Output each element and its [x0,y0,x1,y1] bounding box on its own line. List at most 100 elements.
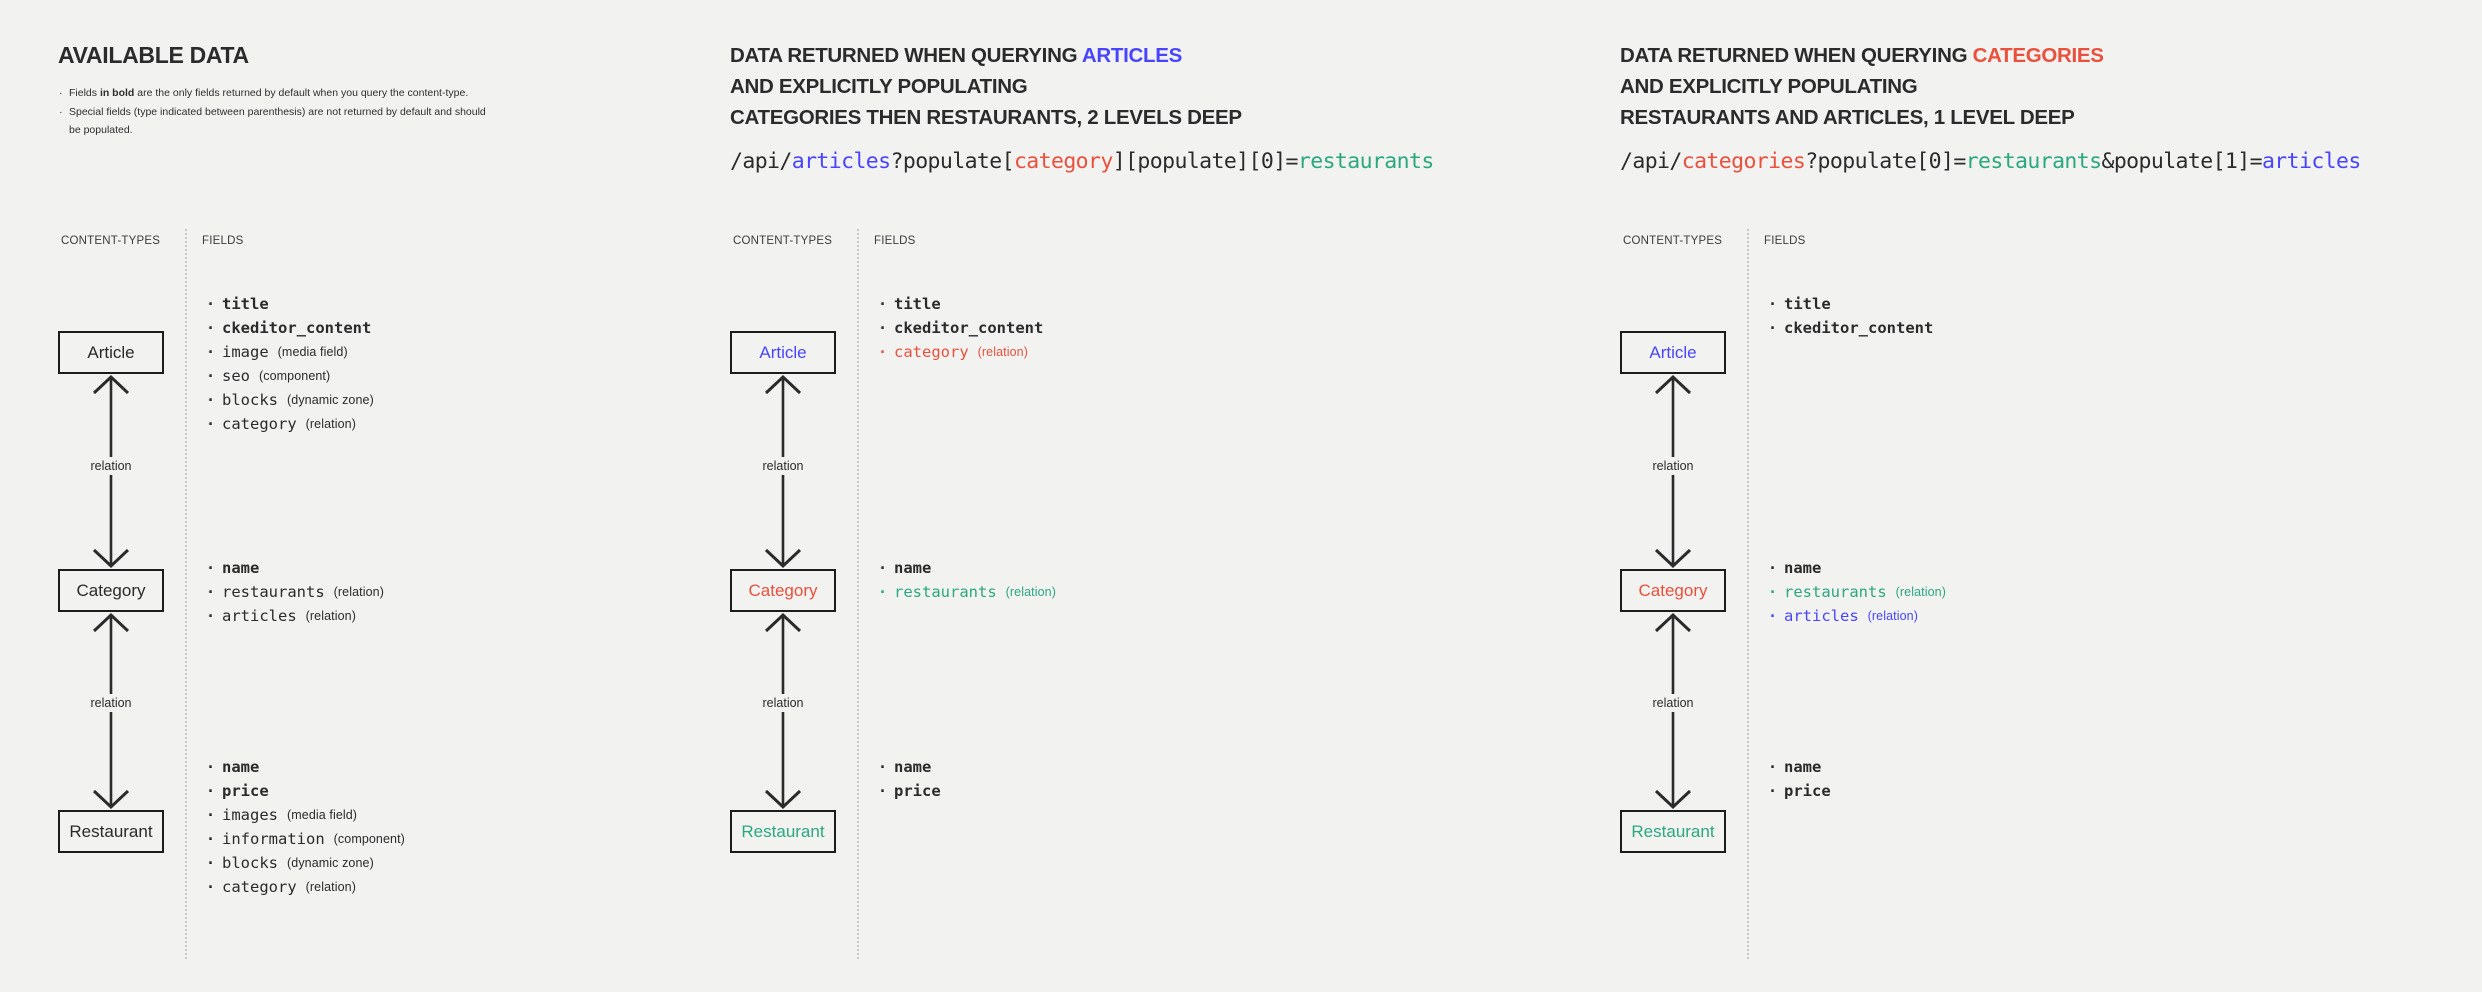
field-type-annotation: (relation) [1005,585,1056,599]
note-item: Special fields (type indicated between p… [58,103,494,140]
content-type-box-article: Article [730,331,836,374]
content-type-box-article: Article [58,331,164,374]
content-type-label: Category [1638,580,1708,600]
field-name: category [222,415,297,433]
field-type-annotation: (dynamic zone) [287,856,374,870]
field-name: name [222,758,260,776]
note-bold-text: in bold [99,87,135,99]
field-row: ckeditor_content [877,316,1043,340]
column-title-line: DATA RETURNED WHEN QUERYING ARTICLES [730,40,1242,71]
note-text: Fields [69,87,100,99]
field-row: restaurants(relation) [877,580,1056,604]
title-text: RESTAURANTS AND ARTICLES, 1 LEVEL DEEP [1620,106,2075,129]
fields-list-restaurant: nameprice [877,755,941,803]
field-row: name [205,755,405,779]
field-row: price [877,779,941,803]
api-path-segment: ][populate][0]= [1112,149,1299,174]
field-name: price [894,782,941,800]
note-text: are the only fields returned by default … [134,87,469,99]
field-name: title [222,295,269,313]
title-text: AND EXPLICITLY POPULATING [1620,75,1918,98]
title-text: DATA RETURNED WHEN QUERYING [730,44,1082,67]
field-row: ckeditor_content [1767,316,1933,340]
api-path-segment: articles [2261,149,2361,174]
column-notes: Fields in bold are the only fields retur… [58,84,494,140]
field-row: name [1767,556,1946,580]
api-path-segment: ?populate[0]= [1805,149,1966,174]
content-type-box-category: Category [1620,569,1726,612]
field-name: blocks [222,391,278,409]
title-highlight: ARTICLES [1081,44,1182,67]
fields-divider [1747,229,1749,959]
fields-header: FIELDS [874,235,916,247]
field-row: name [1767,755,1831,779]
content-type-box-category: Category [58,569,164,612]
fields-header: FIELDS [1764,235,1806,247]
relation-label: relation [1650,694,1696,712]
field-type-annotation: (relation) [977,345,1028,359]
field-name: name [894,559,932,577]
column-title-line: AND EXPLICITLY POPULATING [1620,71,2104,102]
field-row: images(media field) [205,803,405,827]
field-type-annotation: (media field) [287,808,358,822]
field-name: ckeditor_content [894,319,1044,337]
content-type-box-article: Article [1620,331,1726,374]
relation-label: relation [760,457,806,475]
relation-label: relation [760,694,806,712]
fields-header: FIELDS [202,235,244,247]
fields-divider [857,229,859,959]
relation-label: relation [1650,457,1696,475]
fields-list-article: titleckeditor_contentcategory(relation) [877,292,1043,364]
field-name: price [222,782,269,800]
field-row: category(relation) [205,412,374,436]
content-types-header: CONTENT-TYPES [61,235,161,247]
fields-list-article: titleckeditor_content [1767,292,1933,340]
field-name: ckeditor_content [222,319,372,337]
field-row: blocks(dynamic zone) [205,851,405,875]
content-type-label: Restaurant [741,821,825,841]
diagram-column-querying-categories: DATA RETURNED WHEN QUERYING CATEGORIES AN… [1620,0,2472,992]
field-name: seo [222,367,250,385]
note-item: Fields in bold are the only fields retur… [58,84,494,103]
fields-list-restaurant: name price images(media field)information(… [205,755,405,899]
diagram-column-available-data: AVAILABLE DATA Fields in bold are the onl… [58,0,910,992]
field-name: name [222,559,260,577]
field-name: restaurants [1784,583,1887,601]
fields-divider [185,229,187,959]
api-path: /api/categories?populate[0]=restaurants&… [1620,149,2361,174]
content-type-box-restaurant: Restaurant [730,810,836,853]
field-row: category(relation) [877,340,1043,364]
column-title: DATA RETURNED WHEN QUERYING CATEGORIES AN… [1620,40,2104,133]
api-path-segment: categories [1681,149,1806,174]
field-name: name [1784,758,1822,776]
content-type-label: Category [748,580,818,600]
fields-list-category: name restaurants(relation) [877,556,1056,604]
content-type-label: Article [759,342,807,362]
api-path-segment: articles [791,149,891,174]
column-title-line: CATEGORIES THEN RESTAURANTS, 2 LEVELS DE… [730,102,1242,133]
field-row: image(media field) [205,340,374,364]
note-text: Special fields (type indicated between p… [69,105,486,137]
column-title-line: DATA RETURNED WHEN QUERYING CATEGORIES [1620,40,2104,71]
field-row: price [205,779,405,803]
field-name: articles [1784,607,1859,625]
api-path-segment: restaurants [1965,149,2102,174]
api-path: /api/articles?populate[category][populat… [730,149,1434,174]
content-types-header: CONTENT-TYPES [733,235,833,247]
field-name: name [1784,559,1822,577]
column-title-line: AND EXPLICITLY POPULATING [730,71,1242,102]
column-title-line: AVAILABLE DATA [58,40,249,71]
field-row: restaurants(relation) [205,580,384,604]
relation-label: relation [88,694,134,712]
title-text: AVAILABLE DATA [58,42,249,68]
api-path-segment: &populate[1]= [2101,149,2262,174]
content-type-label: Article [1649,342,1697,362]
field-row: title [205,292,374,316]
content-type-label: Article [87,342,135,362]
field-row: information(component) [205,827,405,851]
field-type-annotation: (relation) [1867,609,1918,623]
fields-list-category: namerestaurants(relation)articles(relati… [1767,556,1946,628]
field-row: blocks(dynamic zone) [205,388,374,412]
title-text: DATA RETURNED WHEN QUERYING [1620,44,1973,67]
